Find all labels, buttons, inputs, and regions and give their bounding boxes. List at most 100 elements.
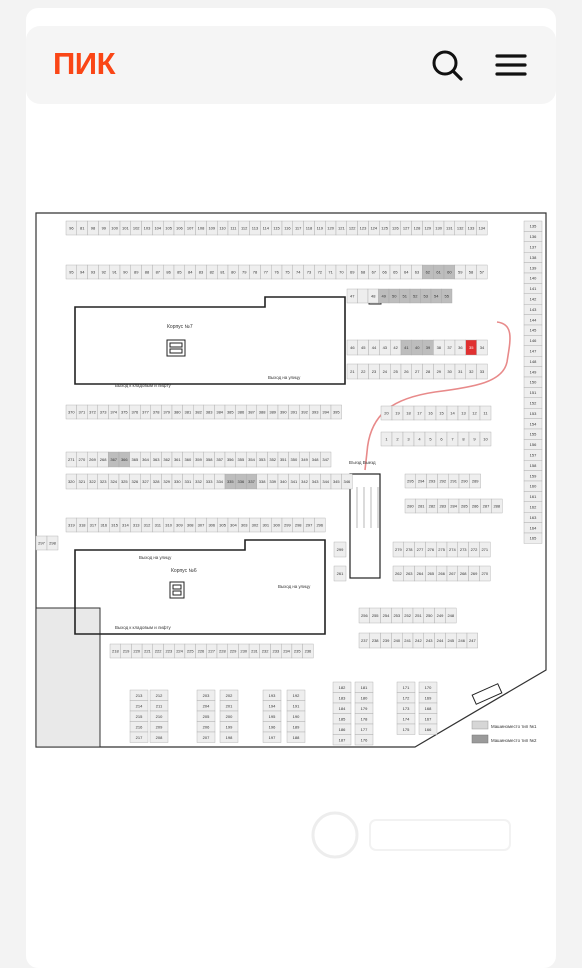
parking-spot-209[interactable]: 209 (149, 721, 169, 733)
parking-spot-204[interactable]: 204 (196, 700, 216, 712)
parking-spot-236[interactable]: 236 (302, 643, 314, 659)
parking-spot-307[interactable]: 307 (195, 517, 207, 533)
parking-spot-350[interactable]: 350 (288, 451, 300, 468)
parking-spot-184[interactable]: 184 (332, 702, 352, 714)
parking-spot-241[interactable]: 241 (402, 632, 414, 649)
parking-spot-162[interactable]: 162 (523, 501, 543, 513)
parking-spot-16[interactable]: 16 (424, 405, 437, 421)
parking-spot-142[interactable]: 142 (523, 293, 543, 305)
parking-spot-4[interactable]: 4 (413, 431, 426, 447)
parking-spot-244[interactable]: 244 (434, 632, 446, 649)
parking-spot-295[interactable]: 295 (404, 473, 417, 489)
parking-spot-197[interactable]: 197 (262, 731, 282, 743)
parking-spot-355[interactable]: 355 (235, 451, 247, 468)
parking-spot-275[interactable]: 275 (436, 541, 448, 558)
parking-spot-43[interactable]: 43 (379, 339, 391, 356)
parking-spot-352[interactable]: 352 (267, 451, 279, 468)
parking-spot-37[interactable]: 37 (444, 339, 456, 356)
parking-spot-166[interactable]: 166 (418, 723, 438, 735)
parking-spot-81[interactable]: 81 (76, 220, 88, 236)
parking-spot-123[interactable]: 123 (357, 220, 369, 236)
parking-spot-207[interactable]: 207 (196, 731, 216, 743)
parking-spot-34[interactable]: 34 (476, 339, 488, 356)
parking-spot-9[interactable]: 9 (468, 431, 481, 447)
parking-spot-188[interactable]: 188 (286, 731, 306, 743)
parking-spot-200[interactable]: 200 (219, 710, 239, 722)
parking-spot-351[interactable]: 351 (277, 451, 289, 468)
parking-spot-384[interactable]: 384 (214, 404, 226, 420)
parking-spot-180[interactable]: 180 (354, 692, 374, 704)
parking-spot-191[interactable]: 191 (286, 700, 306, 712)
parking-spot-151[interactable]: 151 (523, 387, 543, 398)
parking-spot-264[interactable]: 264 (414, 565, 426, 582)
parking-spot-215[interactable]: 215 (129, 710, 149, 722)
parking-spot-66[interactable]: 66 (379, 264, 391, 280)
parking-spot-314[interactable]: 314 (119, 517, 132, 533)
parking-spot-224[interactable]: 224 (173, 643, 186, 659)
parking-spot-179[interactable]: 179 (354, 702, 374, 714)
parking-spot-27[interactable]: 27 (411, 363, 423, 380)
parking-spot-281[interactable]: 281 (415, 498, 427, 514)
parking-spot-170[interactable]: 170 (418, 681, 438, 693)
parking-spot-323[interactable]: 323 (97, 473, 109, 490)
parking-spot-203[interactable]: 203 (196, 689, 216, 701)
parking-spot-158[interactable]: 158 (523, 459, 543, 471)
parking-spot-217[interactable]: 217 (129, 731, 149, 743)
parking-spot-15[interactable]: 15 (435, 405, 448, 421)
parking-spot-51[interactable]: 51 (399, 288, 411, 304)
parking-spot-232[interactable]: 232 (259, 643, 271, 659)
parking-spot-202[interactable]: 202 (219, 689, 239, 701)
parking-spot-20[interactable]: 20 (380, 405, 393, 421)
parking-spot-329[interactable]: 329 (161, 473, 173, 490)
parking-spot-146[interactable]: 146 (523, 335, 543, 347)
parking-spot-386[interactable]: 386 (235, 404, 247, 420)
parking-spot-285[interactable]: 285 (458, 498, 471, 514)
parking-spot-165[interactable]: 165 (523, 532, 543, 544)
parking-spot-130[interactable]: 130 (433, 220, 445, 236)
parking-spot-33[interactable]: 33 (476, 363, 488, 380)
parking-spot-189[interactable]: 189 (286, 721, 306, 733)
parking-spot-140[interactable]: 140 (523, 272, 543, 284)
parking-spot-129[interactable]: 129 (422, 220, 434, 236)
parking-spot-23[interactable]: 23 (368, 363, 380, 380)
parking-spot-83[interactable]: 83 (195, 264, 207, 280)
parking-spot-255[interactable]: 255 (369, 607, 381, 624)
parking-spot-99[interactable]: 99 (98, 220, 110, 236)
parking-spot-336[interactable]: 336 (235, 473, 247, 490)
parking-spot-72[interactable]: 72 (314, 264, 326, 280)
parking-spot-198[interactable]: 198 (219, 731, 239, 743)
parking-spot-330[interactable]: 330 (171, 473, 183, 490)
parking-spot-89[interactable]: 89 (130, 264, 142, 280)
parking-spot-361[interactable]: 361 (171, 451, 183, 468)
parking-spot-46[interactable]: 46 (346, 339, 359, 356)
parking-spot-327[interactable]: 327 (139, 473, 151, 490)
parking-spot-261[interactable]: 261 (333, 565, 347, 582)
parking-spot-86[interactable]: 86 (162, 264, 175, 280)
parking-spot-335[interactable]: 335 (224, 473, 236, 490)
parking-spot-333[interactable]: 333 (203, 473, 215, 490)
parking-spot-228[interactable]: 228 (216, 643, 228, 659)
parking-spot-57[interactable]: 57 (476, 264, 488, 280)
parking-spot-3[interactable]: 3 (402, 431, 415, 447)
parking-spot-118[interactable]: 118 (303, 220, 315, 236)
parking-spot-246[interactable]: 246 (456, 632, 468, 649)
parking-spot-1[interactable]: 1 (380, 431, 393, 447)
parking-spot-120[interactable]: 120 (325, 220, 337, 236)
parking-spot-182[interactable]: 182 (332, 681, 352, 693)
parking-spot-100[interactable]: 100 (108, 220, 121, 236)
parking-spot-178[interactable]: 178 (354, 713, 374, 725)
parking-spot-357[interactable]: 357 (214, 451, 226, 468)
parking-spot-378[interactable]: 378 (150, 404, 162, 420)
parking-spot-380[interactable]: 380 (171, 404, 183, 420)
parking-spot-107[interactable]: 107 (184, 220, 196, 236)
parking-spot-234[interactable]: 234 (280, 643, 293, 659)
parking-spot-131[interactable]: 131 (443, 220, 456, 236)
parking-spot-306[interactable]: 306 (206, 517, 218, 533)
parking-spot-22[interactable]: 22 (357, 363, 369, 380)
parking-spot-82[interactable]: 82 (206, 264, 218, 280)
parking-spot-169[interactable]: 169 (418, 692, 438, 704)
parking-spot-340[interactable]: 340 (277, 473, 289, 490)
parking-spot-270[interactable]: 270 (76, 451, 88, 468)
parking-spot-312[interactable]: 312 (141, 517, 153, 533)
parking-spot-18[interactable]: 18 (402, 405, 415, 421)
